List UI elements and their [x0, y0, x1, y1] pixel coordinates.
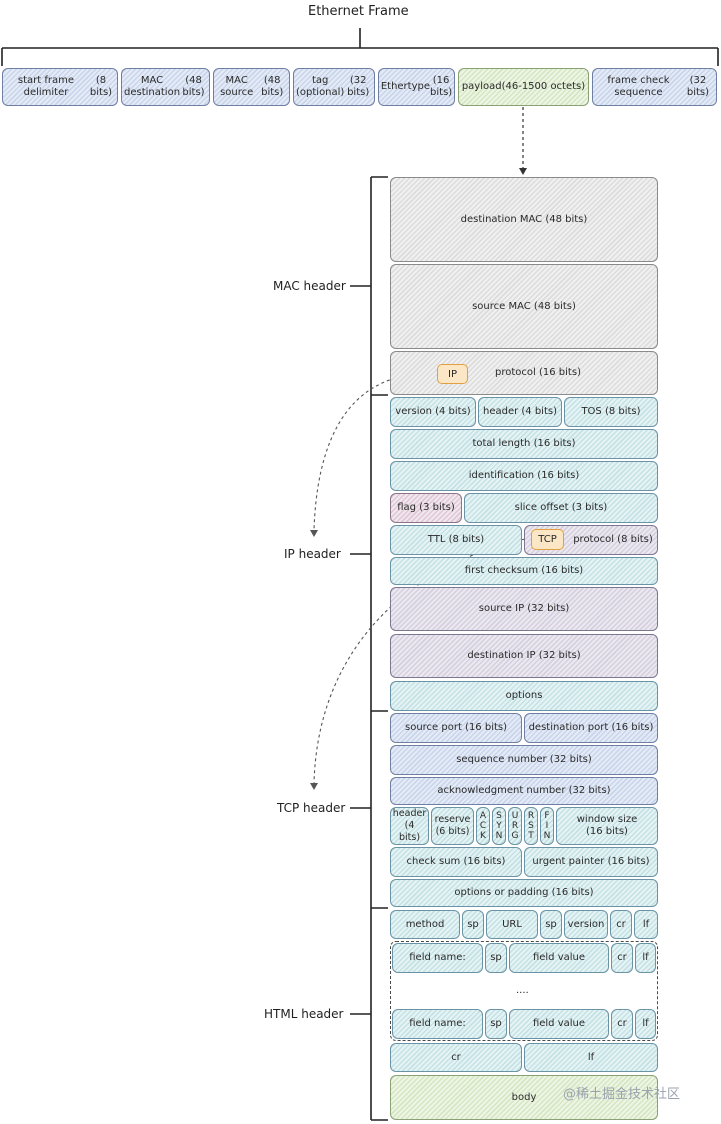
tcp-window-size-field: window size (16 bits): [556, 807, 658, 845]
frame-field-tag: tag (optional) (32 bits): [293, 68, 375, 106]
frame-field-bits: (32 bits): [347, 75, 370, 98]
mac-protocol-label: protocol (16 bits): [495, 367, 581, 378]
http-sp-field: sp: [485, 943, 507, 973]
http-body-field: body: [390, 1075, 658, 1120]
http-version-field: version: [564, 910, 608, 939]
frame-field-mac-source: MAC source (48 bits): [213, 68, 290, 106]
tcp-header-length-field: header (4 bits): [390, 807, 429, 845]
source-ip-field: source IP (32 bits): [390, 587, 658, 631]
mac-protocol-field: protocol (16 bits): [390, 351, 658, 395]
http-lf-field: lf: [635, 943, 656, 973]
ethernet-frame-title: Ethernet Frame: [308, 4, 409, 19]
frame-field-label: Ethertype: [380, 81, 431, 92]
tcp-acknowledgment-field: acknowledgment number (32 bits): [390, 777, 658, 805]
ip-identification-field: identification (16 bits): [390, 461, 658, 491]
http-cr-field: cr: [610, 910, 632, 939]
ip-header-length-field: header (4 bits): [478, 397, 562, 427]
frame-field-label: MAC destination: [124, 75, 181, 98]
source-mac-field: source MAC (48 bits): [390, 264, 658, 349]
frame-field-label: payload: [461, 81, 502, 92]
tcp-header-label: TCP header: [277, 801, 346, 815]
ip-slice-offset-field: slice offset (3 bits): [464, 493, 658, 523]
watermark-text: @稀土掘金技术社区: [563, 1087, 681, 1102]
http-field-value: field value: [509, 943, 609, 973]
ip-tos-field: TOS (8 bits): [564, 397, 658, 427]
http-header-fields-group: [390, 941, 658, 1041]
destination-mac-field: destination MAC (48 bits): [390, 177, 658, 262]
tcp-checksum-field: check sum (16 bits): [390, 847, 522, 877]
tcp-flag-ack: A C K: [476, 807, 490, 845]
tcp-source-port-field: source port (16 bits): [390, 713, 522, 743]
frame-field-fcs: frame check sequence (32 bits): [592, 68, 717, 106]
ip-options-field: options: [390, 681, 658, 711]
destination-ip-field: destination IP (32 bits): [390, 634, 658, 678]
frame-field-sfd: start frame delimiter (8 bits): [2, 68, 118, 106]
tcp-flag-urg: U R G: [508, 807, 522, 845]
frame-field-mac-destination: MAC destination (48 bits): [121, 68, 210, 106]
ip-protocol-label: protocol (8 bits): [573, 534, 653, 545]
http-method-field: method: [390, 910, 460, 939]
http-sp-field: sp: [485, 1009, 507, 1039]
mac-header-label: MAC header: [273, 279, 346, 293]
frame-field-bits: (32 bits): [686, 75, 710, 98]
frame-field-label: MAC source: [220, 75, 254, 98]
frame-bracket: [1, 28, 719, 175]
ip-total-length-field: total length (16 bits): [390, 429, 658, 459]
tcp-sequence-number-field: sequence number (32 bits): [390, 745, 658, 775]
http-field-value: field value: [509, 1009, 609, 1039]
frame-field-bits: (48 bits): [261, 75, 284, 98]
frame-field-payload: payload (46-1500 octets): [458, 68, 589, 106]
tcp-options-field: options or padding (16 bits): [390, 879, 658, 907]
http-sp-field: sp: [540, 910, 562, 939]
frame-field-label: tag (optional): [296, 75, 345, 98]
ip-version-field: version (4 bits): [390, 397, 476, 427]
http-lf-field: lf: [634, 910, 658, 939]
tcp-flag-syn: S Y N: [492, 807, 506, 845]
frame-field-ethertype: Ethertype (16 bits): [378, 68, 455, 106]
http-terminal-lf-field: lf: [524, 1043, 658, 1072]
tcp-flag-rst: R S T: [524, 807, 538, 845]
http-field-name: field name:: [392, 1009, 483, 1039]
ip-flag-field: flag (3 bits): [390, 493, 462, 523]
frame-field-bits: (48 bits): [182, 75, 205, 98]
ip-ttl-field: TTL (8 bits): [390, 525, 522, 555]
http-cr-field: cr: [611, 943, 633, 973]
http-fields-ellipsis: ....: [516, 985, 529, 996]
http-field-name: field name:: [392, 943, 483, 973]
frame-field-bits: (16 bits): [430, 75, 453, 98]
http-url-field: URL: [486, 910, 538, 939]
tcp-destination-port-field: destination port (16 bits): [524, 713, 658, 743]
tcp-tag: TCP: [531, 529, 564, 550]
ip-checksum-field: first checksum (16 bits): [390, 557, 658, 585]
frame-field-bits: (8 bits): [89, 75, 113, 98]
frame-field-label: frame check sequence: [607, 75, 670, 98]
http-cr-field: cr: [611, 1009, 633, 1039]
frame-field-label: start frame delimiter: [17, 75, 75, 98]
http-lf-field: lf: [635, 1009, 656, 1039]
tcp-reserve-field: reserve (6 bits): [431, 807, 474, 845]
http-terminal-cr-field: cr: [390, 1043, 522, 1072]
tcp-flag-fin: F I N: [540, 807, 554, 845]
frame-field-bits: (46-1500 octets): [501, 81, 586, 92]
ip-tag: IP: [437, 364, 468, 384]
http-sp-field: sp: [462, 910, 484, 939]
tcp-urgent-pointer-field: urgent painter (16 bits): [524, 847, 658, 877]
html-header-label: HTML header: [264, 1007, 344, 1021]
ip-header-label: IP header: [284, 547, 341, 561]
